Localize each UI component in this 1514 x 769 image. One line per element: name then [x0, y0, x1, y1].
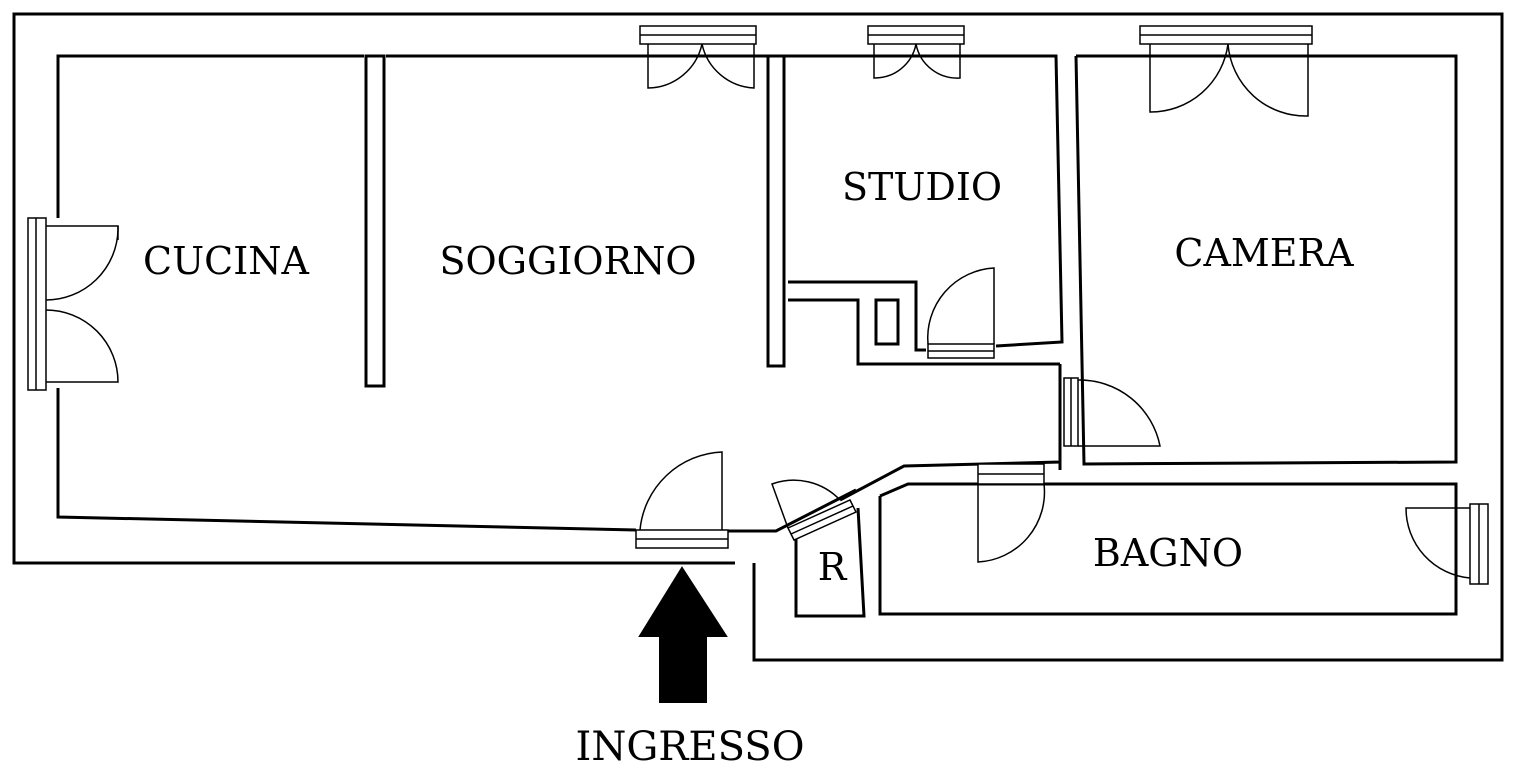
- partition-living-studio: [766, 54, 786, 368]
- inner-wall-bottom-right: [728, 488, 857, 533]
- entrance-label: INGRESSO: [576, 724, 805, 769]
- room-label-camera: CAMERA: [1174, 231, 1354, 275]
- bathroom-wall: [878, 482, 1458, 616]
- room-label-studio: STUDIO: [842, 165, 1002, 209]
- chimney: [874, 298, 900, 346]
- kitchen-window[interactable]: [27, 217, 119, 391]
- outer-wall: [12, 12, 1504, 662]
- studio-window[interactable]: [867, 25, 965, 79]
- entrance-arrow-icon: [638, 566, 728, 703]
- inner-wall-left-low: [56, 388, 637, 532]
- inner-wall-top-living: [386, 54, 770, 366]
- room-label-bagno: BAGNO: [1093, 531, 1243, 575]
- bathroom-door[interactable]: [977, 463, 1046, 563]
- studio-bottom-wall: [788, 280, 926, 352]
- storage-door[interactable]: [771, 479, 858, 541]
- room-label-cucina: CUCINA: [143, 239, 309, 283]
- bathroom-window[interactable]: [1405, 503, 1489, 585]
- camera-wall: [1074, 54, 1458, 466]
- camera-door[interactable]: [1063, 377, 1161, 447]
- room-label-soggiorno: SOGGIORNO: [439, 239, 696, 283]
- inner-wall-main: [56, 54, 364, 218]
- partition-kitchen-living: [364, 54, 386, 388]
- living-window[interactable]: [639, 25, 757, 89]
- studio-door[interactable]: [926, 267, 995, 359]
- camera-window[interactable]: [1139, 25, 1313, 117]
- room-label-ripostiglio: R: [818, 545, 848, 589]
- storage-wall: [794, 507, 866, 618]
- studio-bottom-wall-inner: [788, 298, 1060, 366]
- entrance-door[interactable]: [635, 451, 729, 549]
